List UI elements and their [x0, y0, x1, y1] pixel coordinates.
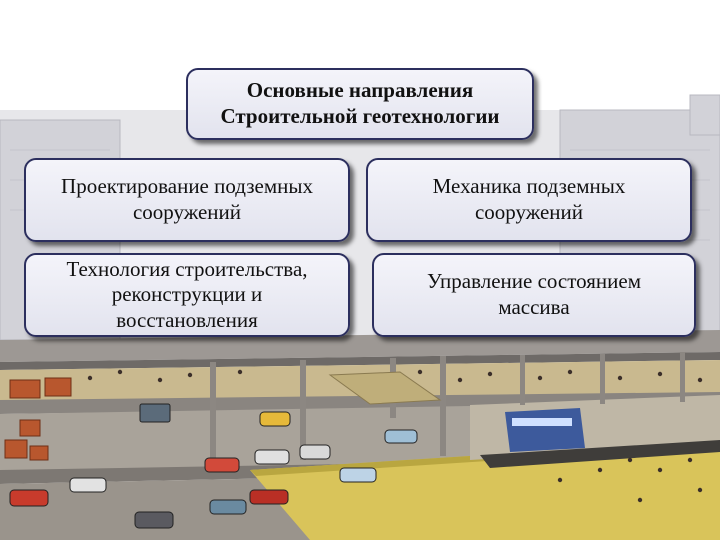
direction-label-line: Механика подземных — [432, 174, 626, 199]
direction-box-massif-control: Управление состоянием массива — [372, 253, 696, 337]
direction-label-line: Проектирование подземных — [61, 174, 313, 199]
direction-box-technology: Технология строительства, реконструкции … — [24, 253, 350, 337]
direction-box-mechanics: Механика подземных сооружений — [366, 158, 692, 242]
direction-box-design: Проектирование подземных сооружений — [24, 158, 350, 242]
direction-label-line: сооружений — [474, 200, 584, 224]
root-line-1: Основные направления — [246, 78, 474, 103]
root-line-2: Строительной геотехнологии — [220, 104, 500, 128]
direction-label-line: Технология строительства, — [66, 256, 308, 281]
direction-label-line: массива — [498, 295, 570, 319]
direction-label-line: реконструкции и — [111, 282, 263, 307]
direction-label-line: сооружений — [132, 200, 242, 224]
root-node: Основные направления Строительной геотех… — [186, 68, 534, 140]
direction-label-line: Управление состоянием — [427, 269, 641, 294]
direction-label-line: восстановления — [116, 307, 258, 332]
